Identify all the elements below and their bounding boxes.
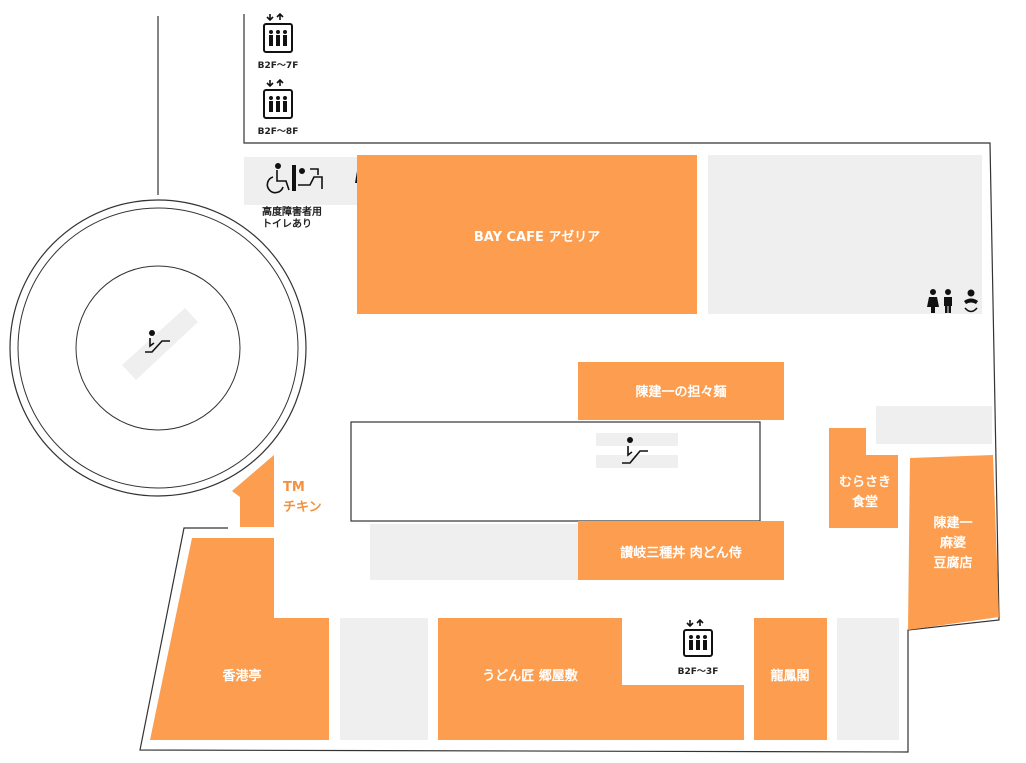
- shop-udon[interactable]: うどん匠 郷屋敷: [438, 618, 744, 740]
- shop-tm-chicken-label-2: チキン: [283, 500, 322, 515]
- elevator-icon: [263, 78, 293, 119]
- shop-ryuhoukaku-label: 龍鳳閣: [770, 668, 809, 684]
- elevator-2-floors: B2F〜8F: [258, 127, 299, 137]
- shop-ryuhoukaku[interactable]: 龍鳳閣: [754, 618, 827, 740]
- elevator-icon: [683, 618, 713, 657]
- escalator-icon: [622, 437, 648, 464]
- wheelchair-icon: [266, 163, 290, 194]
- facility-block: [340, 618, 428, 740]
- shop-chen-mabo[interactable]: 陳建一 麻婆 豆腐店: [908, 455, 999, 630]
- facility-block: [708, 155, 982, 314]
- elevator-3[interactable]: B2F〜3F: [678, 618, 719, 677]
- shop-tm-chicken-label-1: TM: [283, 480, 305, 495]
- shop-chen-tantan-label: 陳建一の担々麺: [635, 384, 726, 400]
- elevator-2[interactable]: B2F〜8F: [258, 78, 299, 137]
- shop-chen-mabo-label-2: 麻婆: [939, 535, 966, 551]
- shop-chen-mabo-label-3: 豆腐店: [933, 555, 972, 571]
- facility-block: [876, 406, 992, 444]
- shop-bay-cafe[interactable]: BAY CAFE アゼリア: [357, 155, 697, 314]
- elevator-1-floors: B2F〜7F: [258, 61, 299, 71]
- elevator-1[interactable]: B2F〜7F: [258, 12, 299, 71]
- shop-tm-chicken[interactable]: TM チキン: [232, 455, 322, 527]
- escalator-icon: [145, 330, 170, 353]
- shop-murasaki-label-1: むらさき: [839, 475, 891, 490]
- restroom-icon: [927, 289, 952, 313]
- facility-block: [837, 618, 899, 740]
- shop-murasaki-label-2: 食堂: [852, 494, 878, 510]
- circular-atrium: [9, 199, 307, 497]
- accessible-restroom-note-2: トイレあり: [262, 217, 312, 230]
- facility-block: [370, 524, 578, 580]
- shop-koukoutei[interactable]: 香港亭: [150, 538, 329, 740]
- shop-chen-mabo-label-1: 陳建一: [933, 515, 972, 531]
- central-void: [350, 421, 761, 522]
- shop-sanuki-label: 讃岐三種丼 肉どん侍: [620, 545, 742, 561]
- shop-sanuki[interactable]: 讃岐三種丼 肉どん侍: [578, 521, 784, 580]
- shop-bay-cafe-label: BAY CAFE アゼリア: [474, 229, 600, 245]
- shop-murasaki[interactable]: むらさき 食堂: [829, 428, 898, 528]
- elevator-3-floors: B2F〜3F: [678, 667, 719, 677]
- ostomate-icon: [292, 165, 323, 191]
- shop-koukoutei-label: 香港亭: [221, 668, 261, 684]
- elevator-icon: [263, 12, 293, 53]
- shop-udon-label: うどん匠 郷屋敷: [482, 668, 579, 684]
- baby-changing-icon: [964, 289, 978, 313]
- shop-chen-tantan[interactable]: 陳建一の担々麺: [578, 362, 784, 420]
- accessible-restroom-note-1: 高度障害者用: [262, 205, 322, 218]
